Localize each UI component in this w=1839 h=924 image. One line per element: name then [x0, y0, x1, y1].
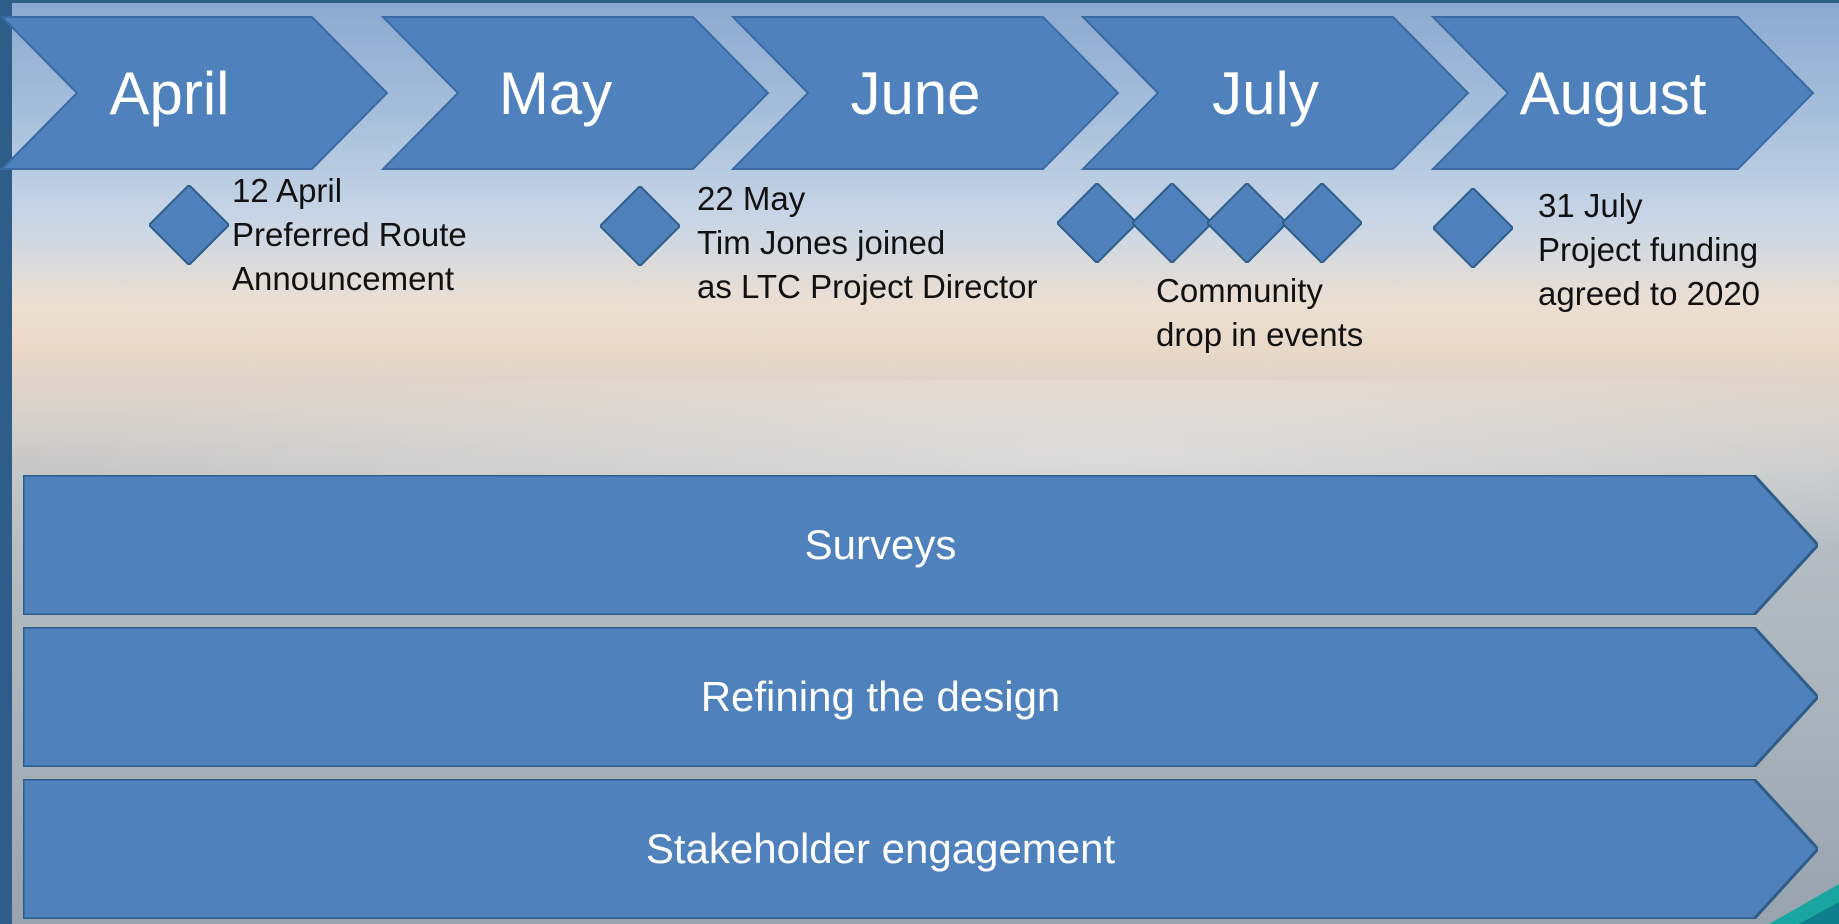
slide-frame-left	[0, 0, 12, 924]
workstream-label: Refining the design	[700, 673, 1061, 720]
month-label: July	[1212, 59, 1319, 127]
milestone-note-line: agreed to 2020	[1538, 275, 1761, 312]
milestone-note-line: drop in events	[1156, 316, 1364, 353]
workstream-label: Stakeholder engagement	[645, 825, 1116, 872]
milestone-note-line: Community	[1156, 272, 1323, 309]
milestone-note-project-director: 22 May Tim Jones joined as LTC Project D…	[697, 177, 1037, 309]
milestone-diamond-icon	[1057, 183, 1137, 263]
workstream-bar-stakeholder-engagement: Stakeholder engagement	[23, 779, 1818, 919]
milestone-note-line: Preferred Route	[232, 216, 467, 253]
milestone-diamond-icon	[1433, 188, 1513, 268]
milestone-diamond-icon	[600, 186, 680, 266]
milestone-note-preferred-route: 12 April Preferred Route Announcement	[232, 169, 467, 301]
chevron-shape	[730, 16, 1120, 170]
month-label: June	[850, 59, 981, 127]
chevron-shape	[1430, 16, 1815, 170]
milestone-note-line: Project funding	[1538, 231, 1759, 268]
corner-accent-shape	[1739, 884, 1839, 924]
milestone-note-project-funding: 31 July Project funding agreed to 2020	[1538, 184, 1760, 316]
month-chevron-july: July	[1080, 16, 1470, 170]
month-label: May	[498, 59, 613, 127]
milestone-note-line: as LTC Project Director	[697, 268, 1038, 305]
month-label: April	[109, 59, 230, 127]
chevron-shape	[1080, 16, 1470, 170]
milestone-note-community-events: Community drop in events	[1156, 269, 1363, 357]
milestone-diamond-icon	[149, 185, 229, 265]
milestone-diamond-icon	[1132, 183, 1212, 263]
workstream-bar-surveys: Surveys	[23, 475, 1818, 615]
month-chevron-april: April	[0, 16, 389, 170]
month-label: August	[1519, 59, 1707, 127]
milestone-note-line: 22 May	[697, 180, 806, 217]
chevron-shape	[0, 16, 389, 170]
milestone-diamond-icon	[1282, 183, 1362, 263]
workstream-bar-refining-design: Refining the design	[23, 627, 1818, 767]
milestone-note-line: Tim Jones joined	[697, 224, 946, 261]
month-chevron-august: August	[1430, 16, 1815, 170]
chevron-shape	[380, 16, 770, 170]
workstream-label: Surveys	[804, 521, 957, 568]
month-chevron-june: June	[730, 16, 1120, 170]
slide-frame-top	[0, 0, 1839, 3]
milestone-note-line: Announcement	[232, 260, 454, 297]
milestone-note-line: 31 July	[1538, 187, 1643, 224]
milestone-diamond-icon	[1207, 183, 1287, 263]
milestone-note-line: 12 April	[232, 172, 343, 209]
month-chevron-may: May	[380, 16, 770, 170]
